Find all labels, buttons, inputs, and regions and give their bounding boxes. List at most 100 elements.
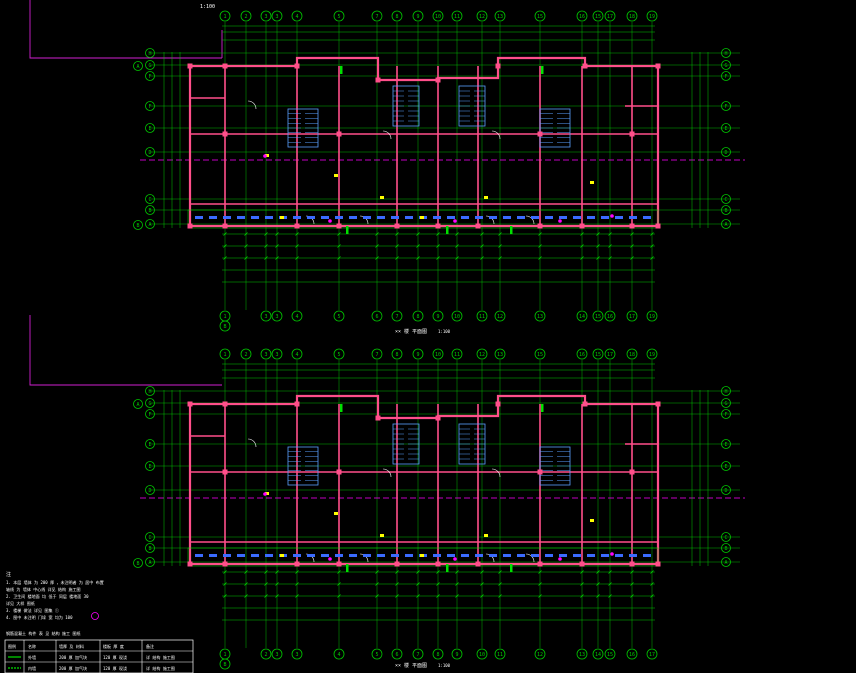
marker-dot	[558, 219, 562, 223]
bottom-axis-bubble	[432, 310, 444, 322]
dimension-tick	[650, 582, 654, 586]
window-mark	[489, 554, 497, 557]
bottom-axis-label: 3	[275, 314, 278, 320]
row-axis-label-left: F	[148, 412, 151, 418]
dimension-tick	[264, 244, 268, 248]
dimension-tick	[337, 232, 341, 236]
dimension-tick	[275, 594, 279, 598]
column-axis-label: 12	[479, 352, 485, 358]
window-mark	[405, 554, 413, 557]
column-axis-bubble	[534, 10, 546, 22]
structural-column	[582, 63, 588, 69]
window-mark	[643, 554, 651, 557]
notes-title: 注	[6, 571, 11, 578]
legend-r1-remark: 详 结构 施工图	[146, 654, 175, 660]
marker-dot	[610, 552, 614, 556]
bottom-axis-label: 1	[223, 314, 226, 320]
column-axis-bubble	[604, 348, 616, 360]
structural-column	[537, 469, 543, 475]
bottom-axis-bubble	[219, 658, 231, 670]
column-axis-bubble	[333, 10, 345, 22]
bottom-axis-bubble	[333, 648, 345, 660]
opening-mark	[541, 66, 544, 74]
dimension-tick	[538, 570, 542, 574]
bottom-axis-label: 13	[579, 652, 585, 658]
column-axis-label: 3	[275, 14, 278, 20]
bottom-axis-bubble	[451, 648, 463, 660]
column-axis-label: 8	[395, 352, 398, 358]
grid-mark-label: A	[136, 402, 139, 408]
column-axis-bubble	[291, 348, 303, 360]
column-axis-bubble	[592, 10, 604, 22]
dimension-tick	[455, 232, 459, 236]
row-axis-bubble-right	[721, 557, 731, 567]
legend-header-wall: 墙厚 及 材料	[59, 643, 84, 649]
notes-table-caption: 钢筋混凝土 构件 表 见 结构 施工 图纸	[6, 630, 80, 636]
notes-line-5: 3. 楼梯 做法 详见 图集 ①	[6, 607, 59, 613]
window-mark	[391, 216, 399, 219]
dimension-tick	[538, 594, 542, 598]
row-axis-bubble-right	[721, 409, 731, 419]
exterior-wall	[188, 394, 660, 566]
column-axis-label: 3	[264, 14, 267, 20]
exterior-wall	[188, 56, 660, 228]
structural-column	[222, 469, 228, 475]
notes-line-1: 1. 本层 墙体 为 200 厚 ，未注明者 为 居中 布置	[6, 579, 104, 585]
grid-mark-label: A	[136, 64, 139, 70]
bottom-axis-bubble	[451, 310, 463, 322]
column-axis-label: 13	[497, 352, 503, 358]
dimension-tick	[630, 244, 634, 248]
dimension-tick	[650, 594, 654, 598]
column-axis-label: 8	[395, 14, 398, 20]
dimension-tick	[480, 570, 484, 574]
window-mark	[293, 216, 301, 219]
dimension-tick	[596, 244, 600, 248]
dimension-tick	[498, 256, 502, 260]
window-mark	[265, 216, 273, 219]
dimension-tick	[416, 256, 420, 260]
column-axis-bubble	[271, 348, 283, 360]
dimension-tick	[375, 594, 379, 598]
structural-column	[394, 223, 400, 229]
bottom-axis-label: 3	[295, 652, 298, 658]
row-axis-label-right: D	[724, 488, 727, 494]
column-axis-bubble	[646, 348, 658, 360]
structural-column	[579, 223, 585, 229]
window-mark	[475, 554, 483, 557]
corner-scale-label: 1:100	[200, 4, 215, 10]
door-swing	[491, 468, 501, 478]
row-axis-bubble-left	[145, 543, 155, 553]
dimension-tick	[337, 570, 341, 574]
bottom-axis-label: 2	[264, 652, 267, 658]
bottom-axis-label: 11	[479, 314, 485, 320]
bottom-axis-label: 19	[649, 314, 655, 320]
dimension-tick	[223, 232, 227, 236]
structural-column	[495, 401, 501, 407]
column-axis-label: 19	[649, 352, 655, 358]
dimension-tick	[480, 582, 484, 586]
structural-column	[582, 401, 588, 407]
window-mark	[447, 216, 455, 219]
window-mark	[489, 216, 497, 219]
column-axis-label: 7	[375, 14, 378, 20]
dimension-tick	[455, 582, 459, 586]
row-axis-bubble-right	[721, 205, 731, 215]
window-mark	[237, 216, 245, 219]
bottom-axis-bubble	[333, 310, 345, 322]
window-mark	[461, 554, 469, 557]
dimension-tick	[650, 232, 654, 236]
dimension-tick	[337, 594, 341, 598]
window-mark	[475, 216, 483, 219]
window-mark	[545, 554, 553, 557]
window-mark	[587, 216, 595, 219]
window-mark	[307, 554, 315, 557]
legend-header-remark: 备注	[146, 643, 154, 649]
opening-mark	[446, 564, 449, 572]
row-axis-bubble-left	[145, 461, 155, 471]
structural-column	[475, 223, 481, 229]
bottom-axis-bubble	[604, 648, 616, 660]
grid-mark-label: B	[136, 561, 139, 567]
